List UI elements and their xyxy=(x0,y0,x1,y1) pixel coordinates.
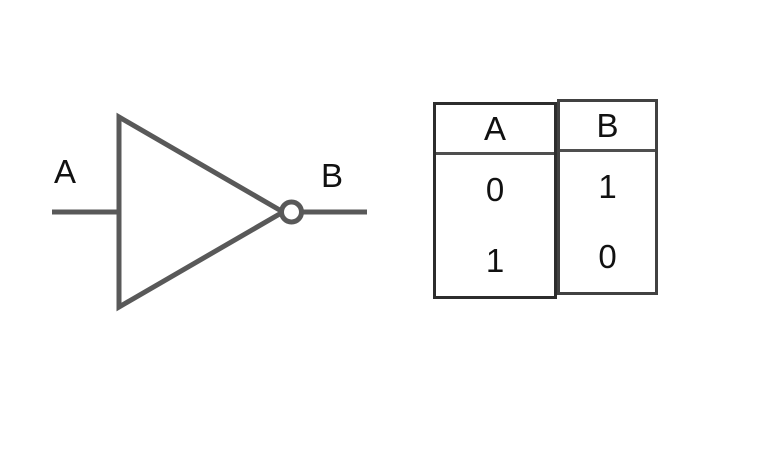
gate-input-label: A xyxy=(54,153,77,190)
truth-table-column-a: A 0 1 xyxy=(433,102,557,299)
truth-table-cell-a-row1: 0 xyxy=(485,171,505,209)
not-gate-triangle-icon xyxy=(116,112,288,312)
inversion-bubble-icon xyxy=(279,199,304,225)
truth-table-cell-b-row2: 0 xyxy=(598,238,617,275)
truth-table-cell-a-row2: 1 xyxy=(485,241,505,279)
truth-table-header-b: B xyxy=(560,102,655,152)
truth-table-cell-b-row1: 1 xyxy=(598,168,617,205)
gate-output-label: B xyxy=(321,157,344,194)
truth-table-header-a: A xyxy=(436,105,554,155)
truth-table-column-b: B 1 0 xyxy=(557,99,658,295)
